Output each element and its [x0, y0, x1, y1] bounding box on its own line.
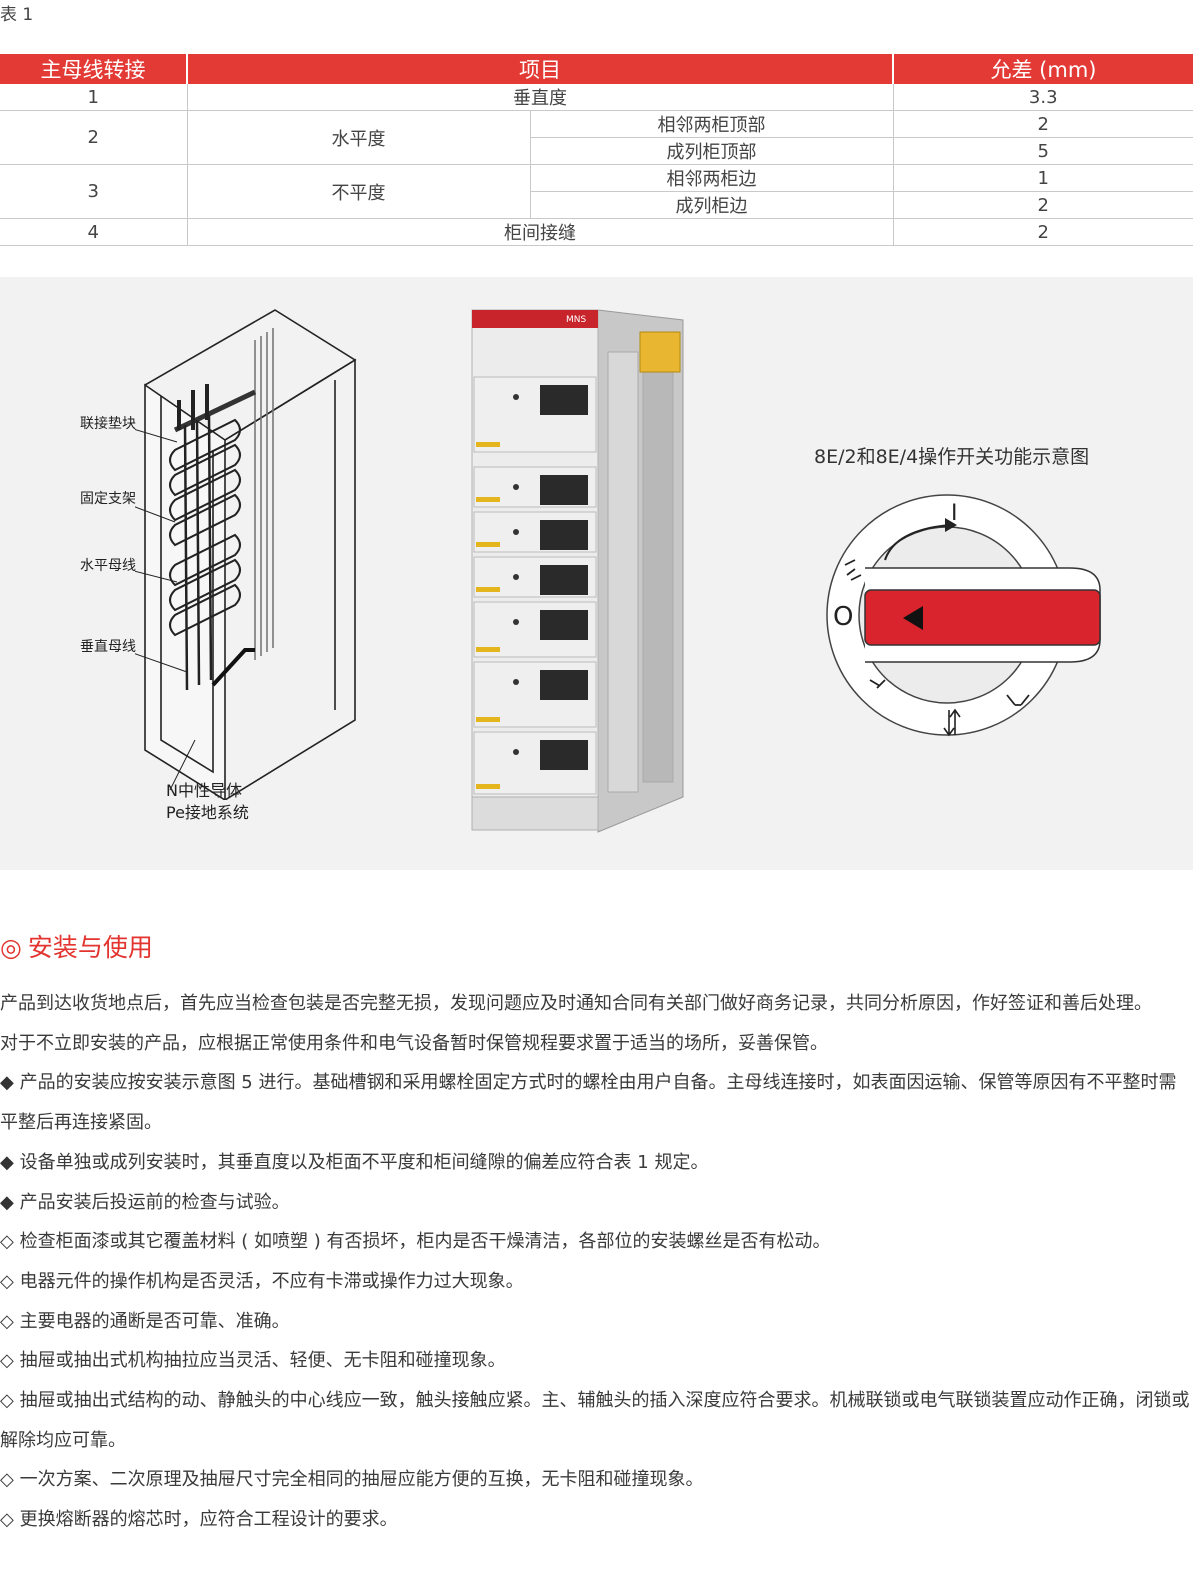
table-caption: 表 1: [0, 5, 34, 25]
header-busbar: 主母线转接: [0, 54, 188, 84]
table-row: 1 垂直度 3.3: [0, 84, 1193, 111]
label-vertical-busbar: 垂直母线: [80, 639, 136, 655]
row-index: 3: [0, 164, 188, 219]
drawer-label: [476, 442, 500, 447]
hollow-diamond-icon: ◇: [0, 1231, 14, 1253]
list-item: ◇ 主要电器的通断是否可靠、准确。: [0, 1310, 290, 1332]
mark-off: O: [833, 602, 853, 632]
drawer-knob: [513, 529, 519, 535]
row-item: 水平度: [187, 110, 531, 165]
label-connector-block: 联接垫块: [80, 416, 136, 432]
row-item: 柜间接缝: [187, 218, 894, 246]
row-value: 1: [893, 164, 1193, 192]
solid-diamond-icon: ◆: [0, 1072, 14, 1094]
row-index: 2: [0, 110, 188, 165]
list-item: ◇ 抽屉或抽出式机构抽拉应当灵活、轻便、无卡阻和碰撞现象。: [0, 1350, 506, 1372]
list-item: ◇ 更换熔断器的熔芯时，应符合工程设计的要求。: [0, 1509, 398, 1531]
row-subitem: 成列柜顶部: [530, 137, 894, 165]
hollow-diamond-icon: ◇: [0, 1310, 14, 1332]
busbar-diagram: [135, 309, 357, 800]
row-subitem: 相邻两柜顶部: [530, 110, 894, 138]
list-item: ◆ 产品的安装应按安装示意图 5 进行。基础槽钢和采用螺栓固定方式时的螺栓由用户…: [0, 1072, 1177, 1134]
symbol-disconnect-icon: [869, 679, 886, 689]
paragraph: 产品到达收货地点后，首先应当检查包装是否完整无损，发现问题应及时通知合同有关部门…: [0, 993, 1152, 1014]
row-item: 不平度: [187, 164, 531, 219]
table-row: 3 不平度 相邻两柜边 1: [0, 164, 1193, 219]
row-value: 2: [893, 191, 1193, 219]
arrow-icon: [945, 518, 957, 532]
table-row: 成列柜边 2: [0, 191, 1193, 219]
header-item: 项目: [187, 54, 894, 84]
drawer-label: [476, 717, 500, 722]
drawer-label: [476, 497, 500, 502]
table-row: 成列柜顶部 5: [0, 137, 1193, 165]
double-circle-icon: ◎: [0, 933, 22, 962]
drawer-window: [540, 565, 588, 595]
mark-on: I: [951, 501, 958, 526]
drawer-window: [540, 520, 588, 550]
row-item: 垂直度: [187, 84, 894, 111]
section-title-text: 安装与使用: [27, 933, 153, 962]
paragraph: 对于不立即安装的产品，应根据正常使用条件和电气设备暂时保管规程要求置于适当的场所…: [0, 1032, 828, 1054]
hollow-diamond-icon: ◇: [0, 1469, 14, 1491]
drawer-window: [540, 385, 588, 415]
hollow-diamond-icon: ◇: [0, 1509, 14, 1531]
hollow-diamond-icon: ◇: [0, 1350, 14, 1372]
row-index: 4: [0, 218, 188, 246]
solid-diamond-icon: ◆: [0, 1191, 14, 1213]
hollow-diamond-icon: ◇: [0, 1390, 14, 1412]
list-item: ◆ 设备单独或成列安装时，其垂直度以及柜面不平度和柜间缝隙的偏差应符合表 1 规…: [0, 1151, 709, 1173]
drawer-window: [540, 610, 588, 640]
row-value: 2: [893, 110, 1193, 138]
cabinet-brand: MNS: [566, 315, 586, 325]
drawer-window: [540, 670, 588, 700]
symbol-draw-out-icon: [943, 708, 961, 737]
drawer-label: [476, 587, 500, 592]
list-item: ◇ 检查柜面漆或其它覆盖材料 ( 如喷塑 ) 有否损坏，柜内是否干燥清洁，各部位…: [0, 1231, 831, 1253]
switch-diagram-title: 8E/2和8E/4操作开关功能示意图: [814, 446, 1090, 468]
drawer-window: [540, 475, 588, 505]
drawer-knob: [513, 679, 519, 685]
solid-diamond-icon: ◆: [0, 1151, 14, 1173]
row-value: 5: [893, 137, 1193, 165]
label-neutral-conductor: N中性导体: [166, 781, 242, 800]
label-bracket: 固定支架: [80, 491, 136, 507]
drawer-label: [476, 542, 500, 547]
drawer-knob: [513, 619, 519, 625]
row-value: 2: [893, 218, 1193, 246]
section-title: ◎安装与使用: [0, 928, 153, 964]
label-ground-system: Pe接地系统: [166, 803, 249, 822]
table-row: 4 柜间接缝 2: [0, 218, 1193, 246]
list-item: ◇ 电器元件的操作机构是否灵活，不应有卡滞或操作力过大现象。: [0, 1270, 524, 1292]
switch-handle: [864, 589, 1101, 646]
triangle-pointer-icon: [903, 606, 923, 630]
row-subitem: 相邻两柜边: [530, 164, 894, 192]
symbol-isolated-icon: [1006, 694, 1030, 706]
row-value: 3.3: [893, 84, 1193, 111]
drawer-knob: [513, 574, 519, 580]
list-item: ◇ 抽屉或抽出式结构的动、静触头的中心线应一致，触头接触应紧。主、辅触头的插入深…: [0, 1390, 1190, 1451]
header-tolerance: 允差 (mm): [893, 54, 1193, 84]
switch-diagram: I O: [826, 494, 1101, 737]
drawer-window: [540, 740, 588, 770]
drawer-knob: [513, 749, 519, 755]
row-subitem: 成列柜边: [530, 191, 894, 219]
table-row: 2 水平度 相邻两柜顶部 2: [0, 110, 1193, 165]
table-header-row: 主母线转接 项目 允差 (mm): [0, 54, 1193, 84]
drawer-label: [476, 647, 500, 652]
cabinet-image: MNS: [471, 309, 684, 833]
installation-text: 产品到达收货地点后，首先应当检查包装是否完整无损，发现问题应及时通知合同有关部门…: [0, 984, 1193, 1540]
list-item: ◆ 产品安装后投运前的检查与试验。: [0, 1191, 290, 1213]
drawer-knob: [513, 484, 519, 490]
symbol-test-icon: [844, 559, 862, 581]
hollow-diamond-icon: ◇: [0, 1270, 14, 1292]
drawer-knob: [513, 394, 519, 400]
row-index: 1: [0, 84, 188, 111]
drawer-label: [476, 784, 500, 789]
list-item: ◇ 一次方案、二次原理及抽屉尺寸完全相同的抽屉应能方便的互换，无卡阻和碰撞现象。: [0, 1469, 704, 1491]
label-horizontal-busbar: 水平母线: [80, 558, 136, 574]
tolerance-table: 主母线转接 项目 允差 (mm) 1 垂直度 3.3 2 水平度 相邻两柜顶部 …: [0, 54, 1193, 246]
